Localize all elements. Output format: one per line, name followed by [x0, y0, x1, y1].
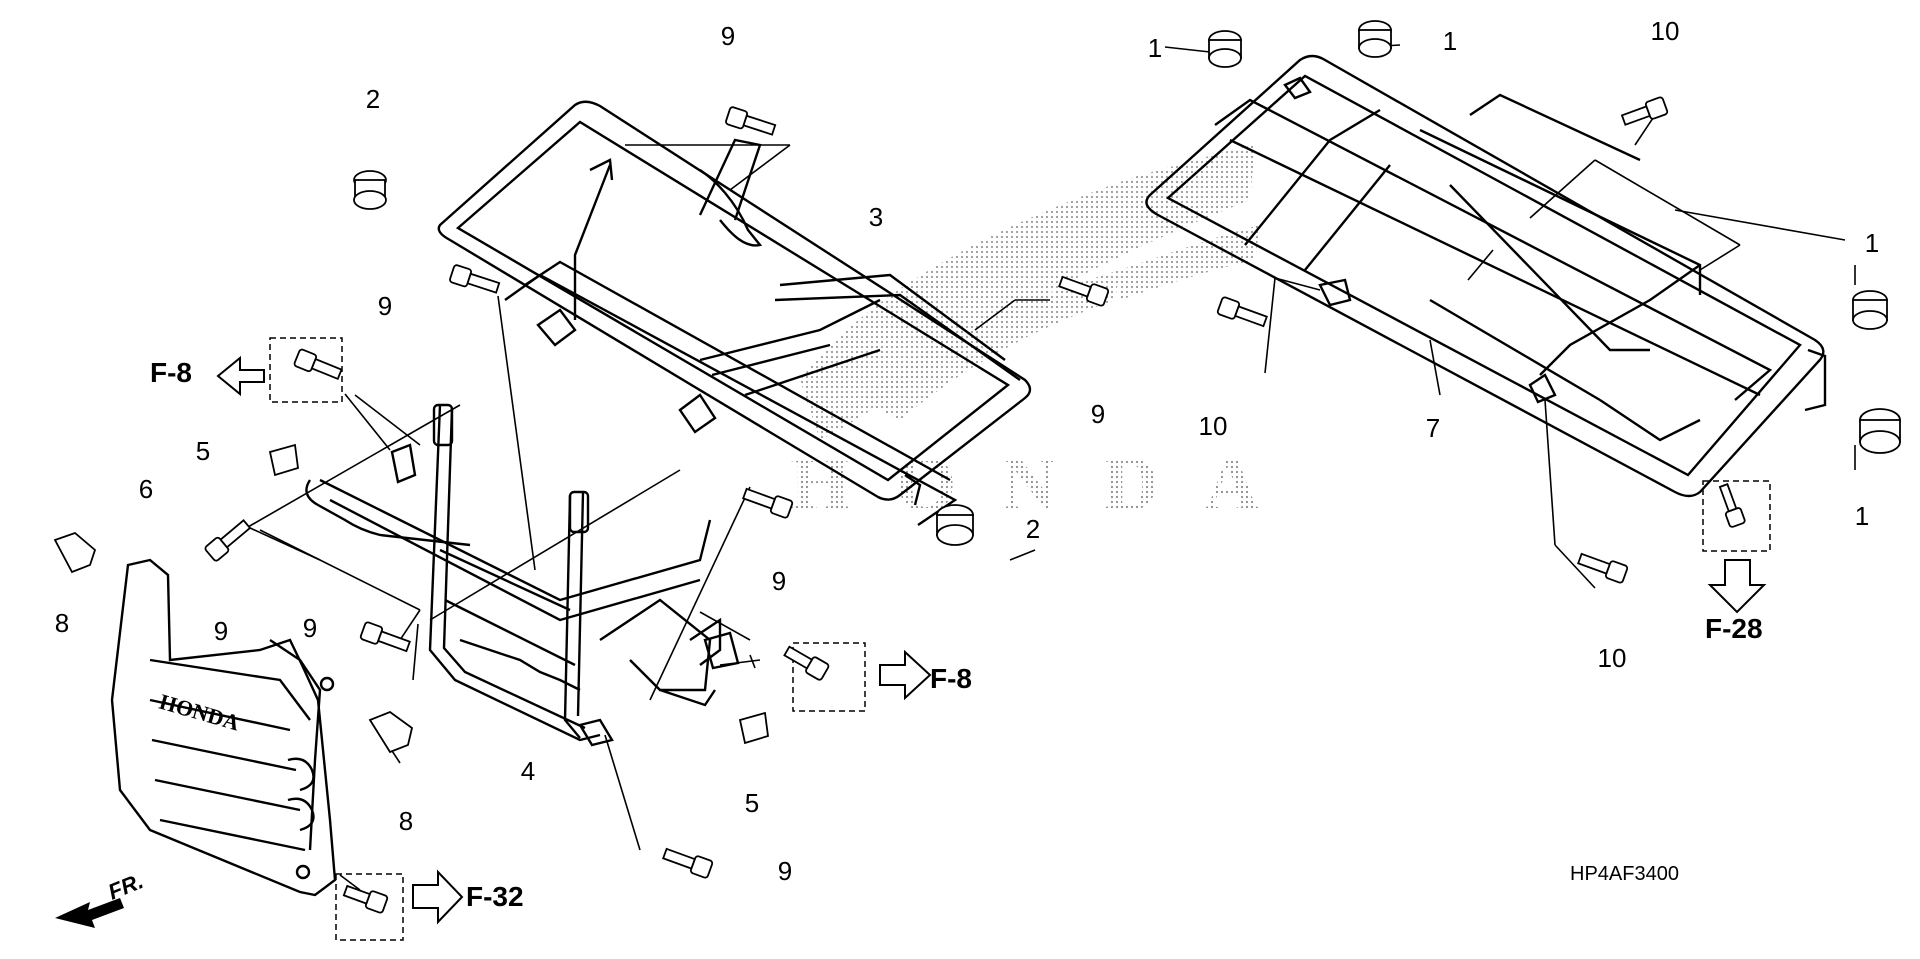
bolt-icon	[204, 96, 1746, 914]
front-direction-arrow-icon	[55, 898, 124, 928]
part-label: 8	[55, 608, 69, 638]
honda-wing-watermark	[800, 145, 1260, 440]
part-label: 10	[1651, 16, 1680, 46]
part-label: 6	[139, 474, 153, 504]
part-label: 2	[366, 84, 380, 114]
part-label: 4	[521, 756, 535, 786]
part-label: 1	[1443, 26, 1457, 56]
reference-label-f32: F-32	[466, 881, 524, 912]
part-label: 9	[303, 613, 317, 643]
part-label: 5	[196, 436, 210, 466]
clip-icon	[53, 531, 414, 754]
arrow-right-icon	[879, 649, 932, 701]
reference-label-f8: F-8	[150, 357, 192, 388]
front-indicator-text: FR.	[105, 868, 147, 904]
part-label: 9	[378, 291, 392, 321]
part-label: 9	[1091, 399, 1105, 429]
part-label: 1	[1855, 501, 1869, 531]
part-label: 2	[1026, 514, 1040, 544]
front-carrier	[437, 100, 1032, 526]
rubber-grommet-icon	[353, 20, 1901, 546]
part-label: 5	[745, 788, 759, 818]
leader-lines	[247, 44, 1856, 891]
part-label: 9	[721, 21, 735, 51]
ref-box-f32	[335, 873, 404, 941]
reference-label-f28: F-28	[1705, 613, 1763, 644]
part-label: 7	[1426, 413, 1440, 443]
part-label: 3	[869, 202, 883, 232]
part-label: 8	[399, 806, 413, 836]
part-label: 9	[778, 856, 792, 886]
ref-box-f8-mid	[792, 642, 866, 712]
collar-icon	[268, 443, 769, 745]
ref-box-f28	[1702, 480, 1771, 552]
part-label: 10	[1199, 411, 1228, 441]
reference-label-f8: F-8	[930, 663, 972, 694]
part-label: 1	[1865, 228, 1879, 258]
arrow-down-icon	[1707, 559, 1767, 614]
rear-carrier	[1145, 54, 1827, 498]
front-guard-frame	[305, 403, 740, 747]
part-label: 9	[772, 566, 786, 596]
part-label: 10	[1598, 643, 1627, 673]
diagram-code: HP4AF3400	[1570, 863, 1679, 885]
arrow-right-icon	[412, 869, 464, 925]
front-bumper-cover: HONDA	[110, 558, 337, 897]
part-label: 1	[1148, 33, 1162, 63]
arrow-left-icon	[216, 355, 265, 397]
part-label: 9	[214, 616, 228, 646]
